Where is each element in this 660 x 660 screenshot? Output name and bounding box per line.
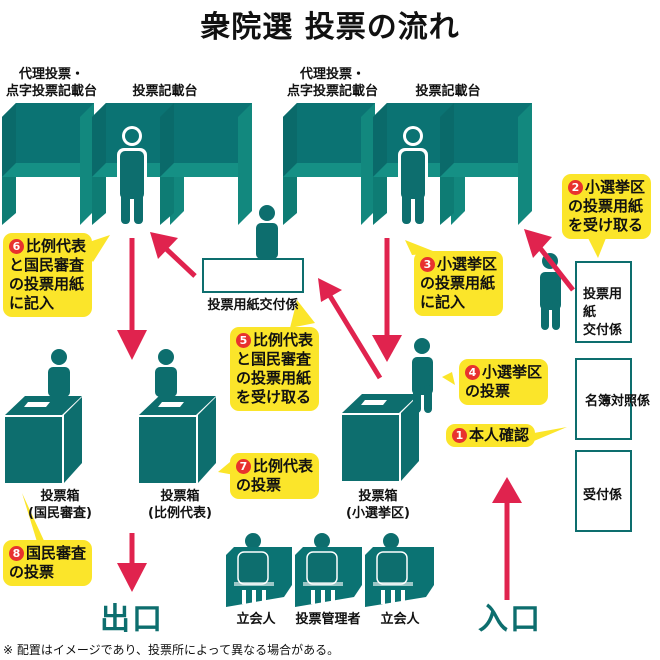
ballot-box-review-icon: [5, 349, 82, 483]
manager-label: 投票管理者: [295, 612, 361, 627]
arrow-up-from-entrance: [492, 477, 522, 600]
booth-label-regular-left: 投票記載台: [132, 84, 198, 99]
exit-label: 出口: [100, 602, 164, 637]
voter-in-booth-left-icon: [117, 126, 147, 224]
booth-proxy-left: [2, 103, 94, 225]
observers-desks-icon: [226, 533, 434, 607]
step-number-badge: 3: [420, 257, 435, 272]
footnote: ※ 配置はイメージであり、投票所によって異なる場合がある。: [3, 643, 340, 657]
booth-proxy-right: [283, 103, 375, 225]
booth-label-proxy-right: 代理投票・ 点字投票記載台: [286, 67, 378, 99]
station-register-check-label: 名簿対照係: [585, 394, 651, 409]
station-reception: 受付係: [575, 450, 632, 532]
booth-label-proxy-left: 代理投票・ 点字投票記載台: [5, 67, 97, 99]
ballot-issue-desk-center: [202, 205, 304, 293]
arrow-to-right-booths: [524, 229, 575, 292]
bubble-tail-5: [290, 300, 315, 328]
voter-in-booth-right-icon: [398, 126, 428, 224]
bubble-tail-6: [80, 235, 110, 262]
bubble-tail-1: [534, 427, 567, 441]
booth-label-regular-right: 投票記載台: [415, 84, 481, 99]
step-number-badge: 6: [9, 239, 24, 254]
bubble-tail-2: [588, 238, 606, 258]
arrow-to-left-booths: [150, 232, 197, 278]
bubble-tail-8: [22, 493, 46, 545]
observer-label-left: 立会人: [236, 612, 276, 627]
ballot-box-proportional-icon: [139, 349, 216, 483]
ballot-box-label-proportional: 投票箱 (比例代表): [148, 489, 212, 521]
voter-walking-right-icon: [540, 253, 561, 330]
step-number-badge: 4: [465, 365, 480, 380]
page-title: 衆院選 投票の流れ: [200, 10, 460, 45]
step-number-badge: 1: [452, 428, 467, 443]
arrow-to-center-desk: [318, 278, 383, 380]
booth-regular-right-2: [440, 103, 532, 225]
ballot-box-label-review: 投票箱 (国民審査): [28, 489, 92, 521]
entrance-label: 入口: [478, 602, 542, 637]
arrow-down-to-exit: [117, 533, 147, 592]
station-ballot-issue-right: 投票用紙 交付係: [575, 261, 632, 343]
step-number-badge: 7: [236, 459, 251, 474]
bubble-tail-4: [442, 372, 455, 385]
arrow-down-left-booth: [117, 238, 147, 360]
station-ballot-issue-center: 投票用紙交付係: [207, 298, 299, 313]
step-number-badge: 5: [236, 333, 251, 348]
step-number-badge: 2: [568, 180, 583, 195]
booth-regular-left-2: [160, 103, 252, 225]
step-number-badge: 8: [9, 546, 24, 561]
station-register-check: [575, 358, 632, 440]
arrow-down-right-booth: [372, 238, 402, 362]
observer-label-right: 立会人: [380, 612, 420, 627]
ballot-box-district-icon: [342, 394, 419, 481]
ballot-box-label-district: 投票箱 (小選挙区): [346, 489, 410, 521]
